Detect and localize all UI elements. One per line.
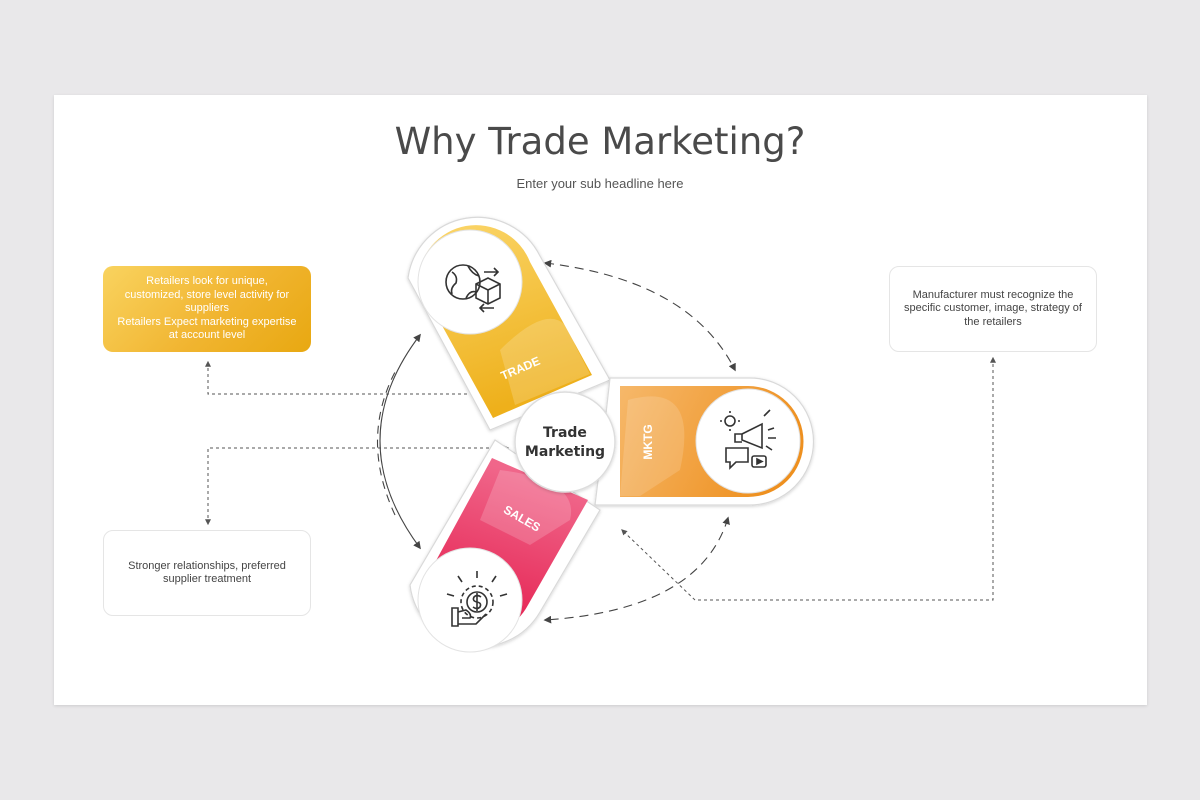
connector-trade-box — [205, 360, 495, 397]
connector-sales-box — [205, 445, 510, 526]
page-subtitle: Enter your sub headline here — [516, 176, 684, 191]
sales-petal: SALES — [409, 439, 601, 653]
box-text-line: Retailers Expect marketing expertise — [117, 315, 297, 328]
trade-petal: TRADE — [407, 216, 611, 431]
relationships-box: Stronger relationships, preferred suppli… — [103, 530, 311, 616]
center-label-line2: Marketing — [525, 444, 605, 460]
box-text-line: Manufacturer must recognize the — [912, 288, 1074, 301]
retailers-expectation-box: Retailers look for unique, customized, s… — [103, 266, 311, 352]
mktg-petal: MKTG — [594, 377, 815, 506]
box-text-line: suppliers — [184, 302, 229, 315]
box-text-line: supplier treatment — [162, 573, 252, 585]
mktg-label: MKTG — [641, 424, 655, 459]
box-text-line: Retailers look for unique, — [146, 275, 268, 288]
box-text-line: the retailers — [964, 315, 1022, 328]
center-hub: Trade Marketing — [514, 391, 616, 493]
box-text-line: customized, store level activity for — [124, 288, 290, 301]
center-label-line1: Trade — [543, 425, 587, 441]
box-text-line: at account level — [168, 329, 246, 342]
manufacturer-recognition-box: Manufacturer must recognize the specific… — [889, 266, 1097, 352]
page-title: Why Trade Marketing? — [394, 120, 806, 163]
box-text-line: Stronger relationships, preferred — [128, 559, 286, 572]
arrow-mktg-sales — [543, 516, 730, 624]
arrow-trade-mktg — [543, 259, 736, 372]
megaphone-icon — [720, 409, 776, 470]
globe-box-icon — [445, 264, 501, 313]
arrow-sales-trade — [379, 333, 421, 550]
box-text-line: specific customer, image, strategy of — [904, 302, 1082, 315]
arrow-sales-trade-dashed — [377, 371, 396, 516]
dollar-hand-icon — [446, 571, 508, 627]
